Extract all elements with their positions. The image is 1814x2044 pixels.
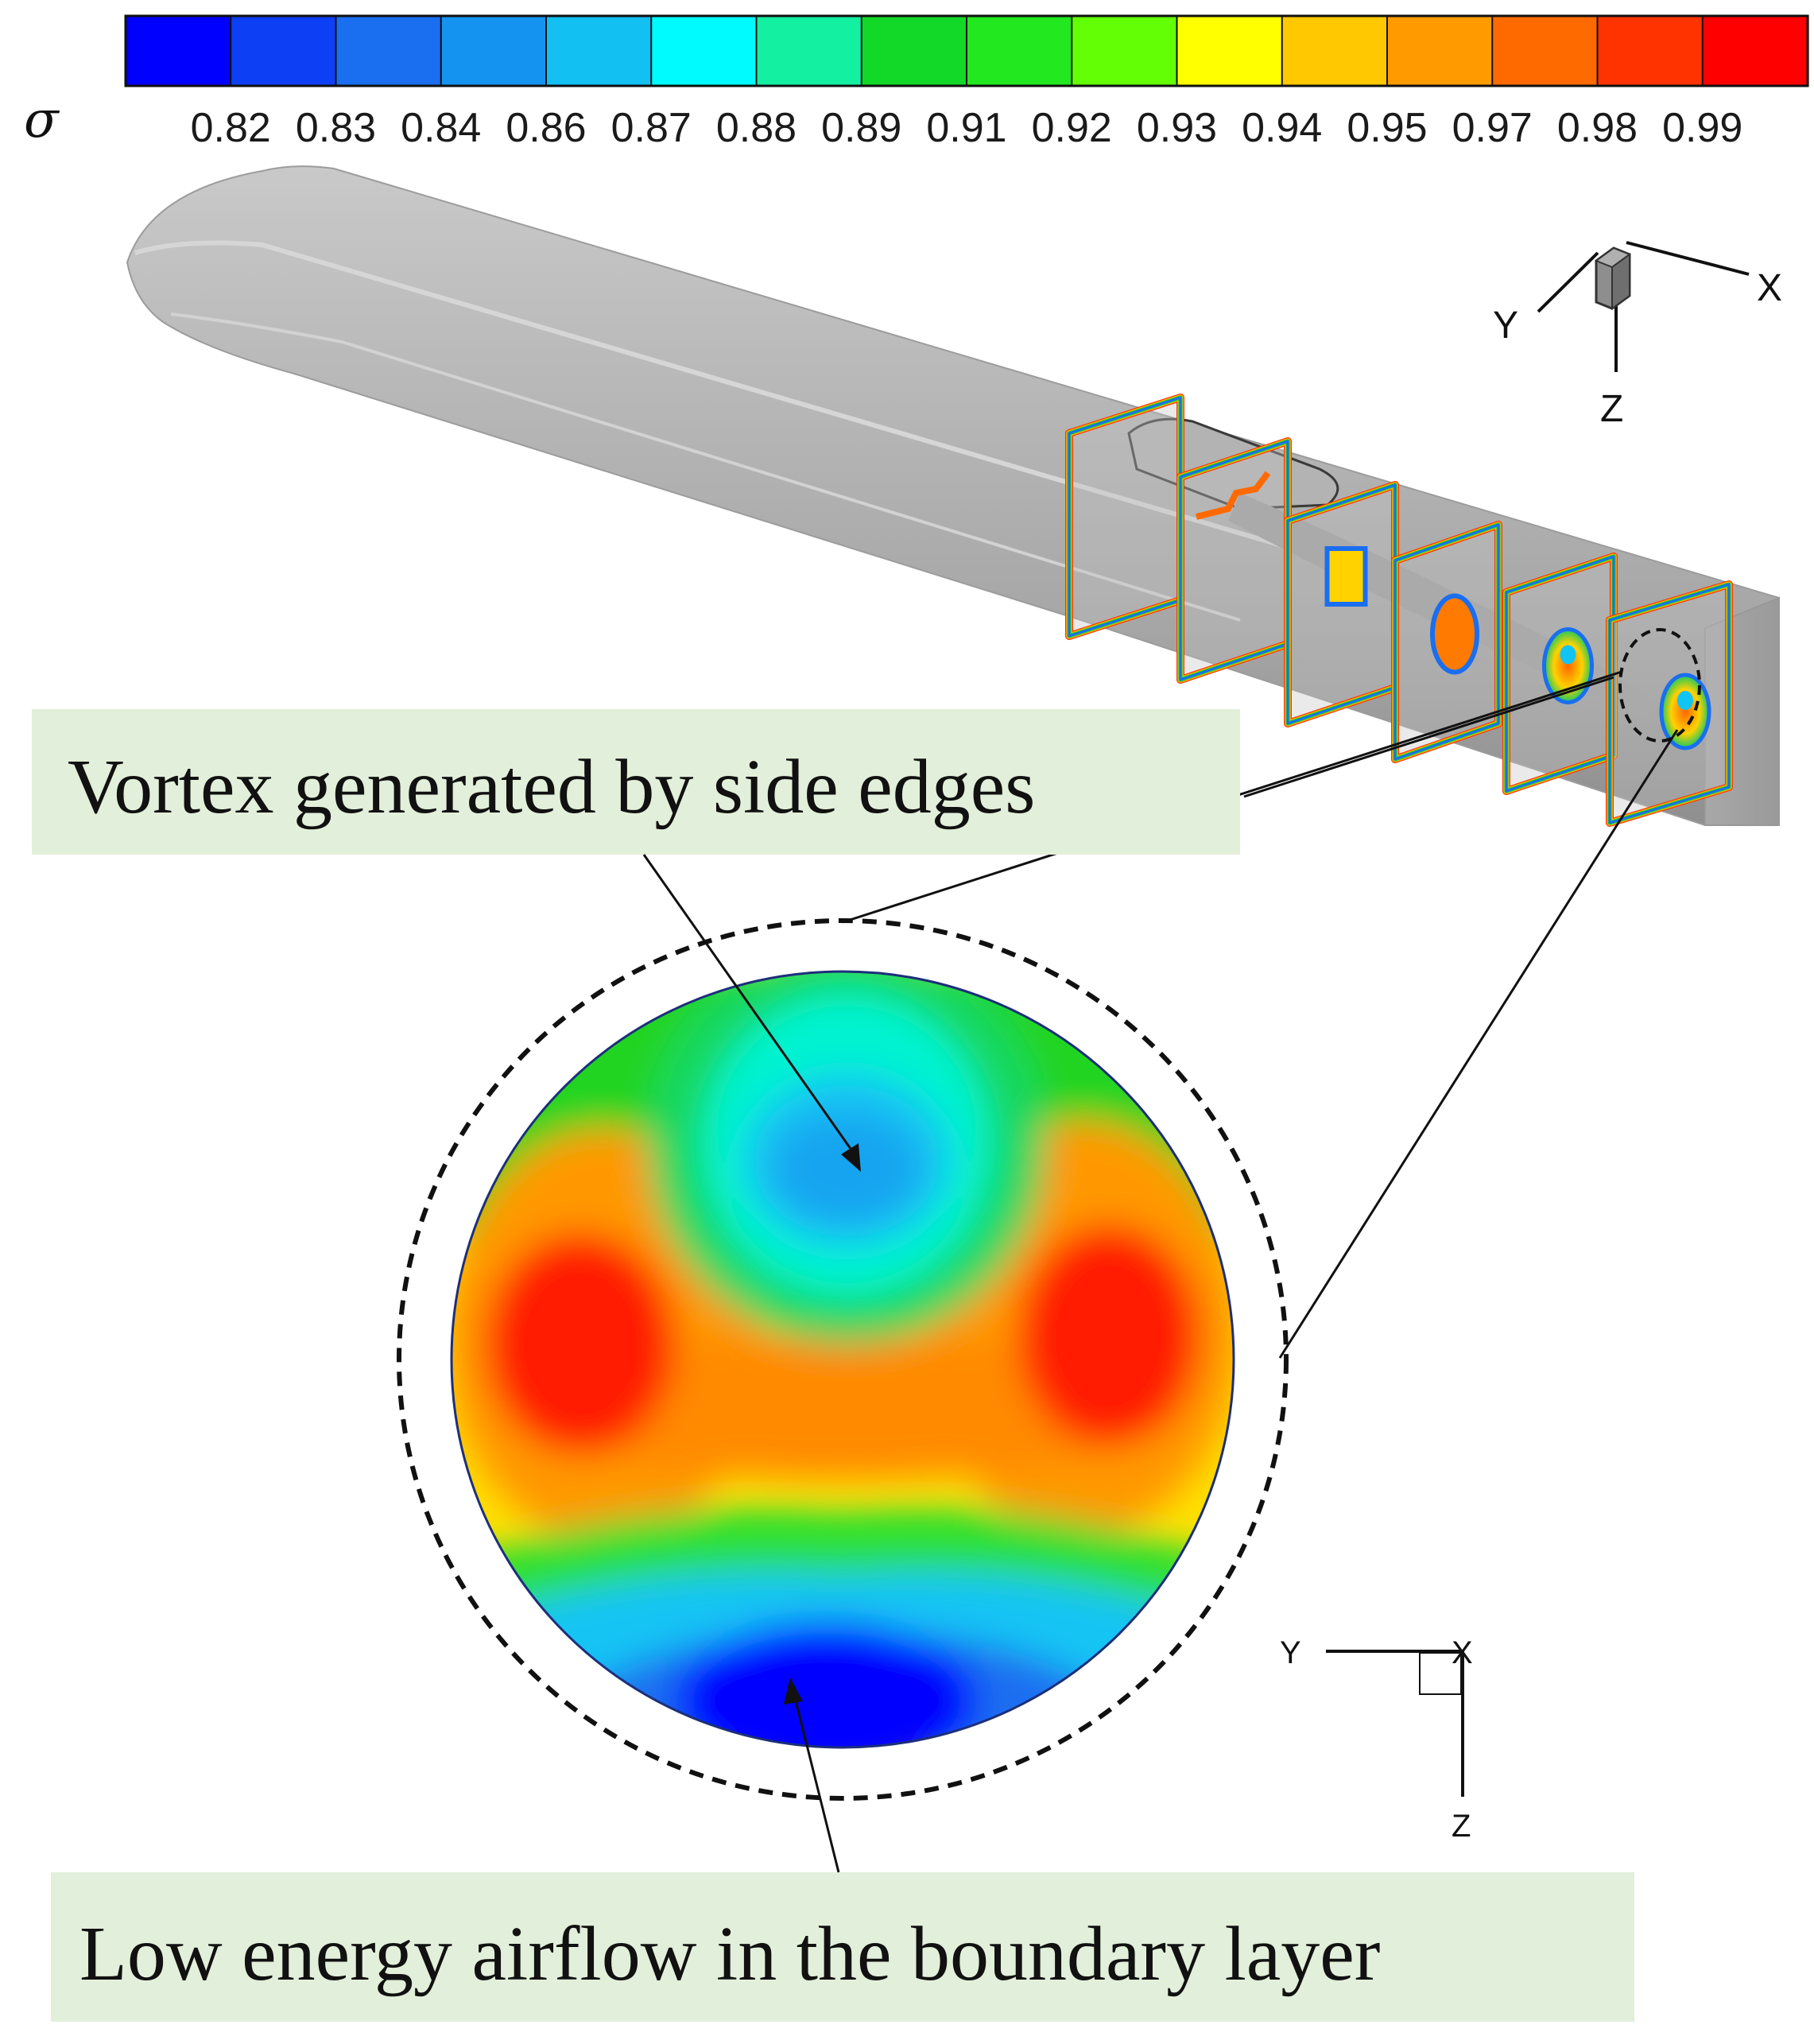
cross-section-slice (1176, 437, 1292, 684)
colorbar-cell (335, 15, 443, 87)
colorbar-tick-label: 0.88 (716, 105, 797, 151)
colorbar-tick-label: 0.92 (1032, 105, 1112, 151)
colorbar-symbol: σ (24, 91, 60, 149)
callout-vortex-box (32, 709, 1240, 855)
colorbar-cell (1281, 15, 1389, 87)
colorbar-cell (440, 15, 548, 87)
cross-section-slice (1391, 521, 1502, 763)
colorbar-cell (650, 15, 758, 87)
magnified-contour-disc (397, 918, 1289, 1801)
triad2d-y-label: Y (1280, 1635, 1301, 1670)
callout-vortex-text: Vortex generated by side edges (68, 744, 1035, 830)
colorbar-tick-label: 0.87 (611, 105, 692, 151)
cross-section-slices (1065, 394, 1733, 827)
dashed-zoom-circle (397, 918, 1289, 1801)
triad3d-z-label: Z (1600, 388, 1623, 430)
colorbar-tick-label: 0.86 (506, 105, 586, 151)
zoom-leader-lower (1278, 729, 1679, 1359)
callout-boundary-box (51, 1872, 1634, 2022)
cross-section-slice (1502, 553, 1618, 795)
triad2d-z-label: Z (1452, 1809, 1471, 1844)
callout-boundary-text: Low energy airflow in the boundary layer (79, 1911, 1380, 1997)
colorbar-cell (125, 15, 232, 87)
colorbar-cell (1071, 15, 1179, 87)
colorbar-cell (230, 15, 338, 87)
colorbar-cell (1596, 15, 1704, 87)
colorbar-tick-label: 0.99 (1662, 105, 1742, 151)
triad3d-y-label: Y (1493, 304, 1518, 347)
hull-end-face (1704, 596, 1780, 826)
colorbar-tick-label: 0.93 (1137, 105, 1217, 151)
colorbar-cell (1701, 15, 1809, 87)
cross-section-slice (1065, 394, 1184, 640)
callout-vortex-arrow (642, 854, 856, 1155)
colorbar-tick-labels: 0.82 0.83 0.84 0.86 0.87 0.88 0.89 0.91 0.92 0.93… (191, 105, 1743, 151)
colorbar-cell (545, 15, 653, 87)
colorbar-cells (125, 15, 1809, 87)
colorbar-tick-label: 0.95 (1347, 105, 1427, 151)
callout-boundary-arrow (793, 1697, 840, 1873)
colorbar-cell (1491, 15, 1599, 87)
cross-section-slice (1606, 580, 1733, 827)
colorbar-cell (1176, 15, 1284, 87)
cross-section-slice (1284, 481, 1399, 727)
colorbar-tick-label: 0.89 (821, 105, 901, 151)
colorbar-tick-label: 0.84 (401, 105, 481, 151)
colorbar-cell (860, 15, 968, 87)
colorbar-tick-label: 0.97 (1452, 105, 1533, 151)
small-dashed-highlight (1618, 628, 1701, 743)
callout-vortex-arrowhead (841, 1143, 861, 1172)
callout-boundary-arrowhead (784, 1677, 803, 1705)
triad3d-x-label: X (1757, 267, 1782, 309)
orientation-triad-2d: Y X Z (1280, 1635, 1473, 1844)
colorbar-cell (755, 15, 863, 87)
colorbar-tick-label: 0.98 (1557, 105, 1638, 151)
triad2d-x-label: X (1452, 1635, 1473, 1670)
hull-edge-line-lower (170, 312, 1241, 622)
contour-disc-outline (450, 970, 1235, 1749)
callout-vortex: Vortex generated by side edges (32, 709, 1240, 855)
colorbar-cell (966, 15, 1073, 87)
callout-vortex-leader (1243, 676, 1614, 798)
colorbar-tick-label: 0.83 (296, 105, 376, 151)
colorbar-tick-label: 0.91 (926, 105, 1006, 151)
colorbar-frame (124, 14, 1809, 87)
colorbar-tick-label: 0.94 (1242, 105, 1322, 151)
colorbar-cell (1386, 15, 1494, 87)
orientation-triad-3d: X Y Z (1493, 241, 1782, 430)
hull-edge-line-upper (134, 240, 1352, 568)
colorbar-tick-label: 0.82 (191, 105, 271, 151)
callout-boundary-layer: Low energy airflow in the boundary layer (51, 1872, 1634, 2022)
